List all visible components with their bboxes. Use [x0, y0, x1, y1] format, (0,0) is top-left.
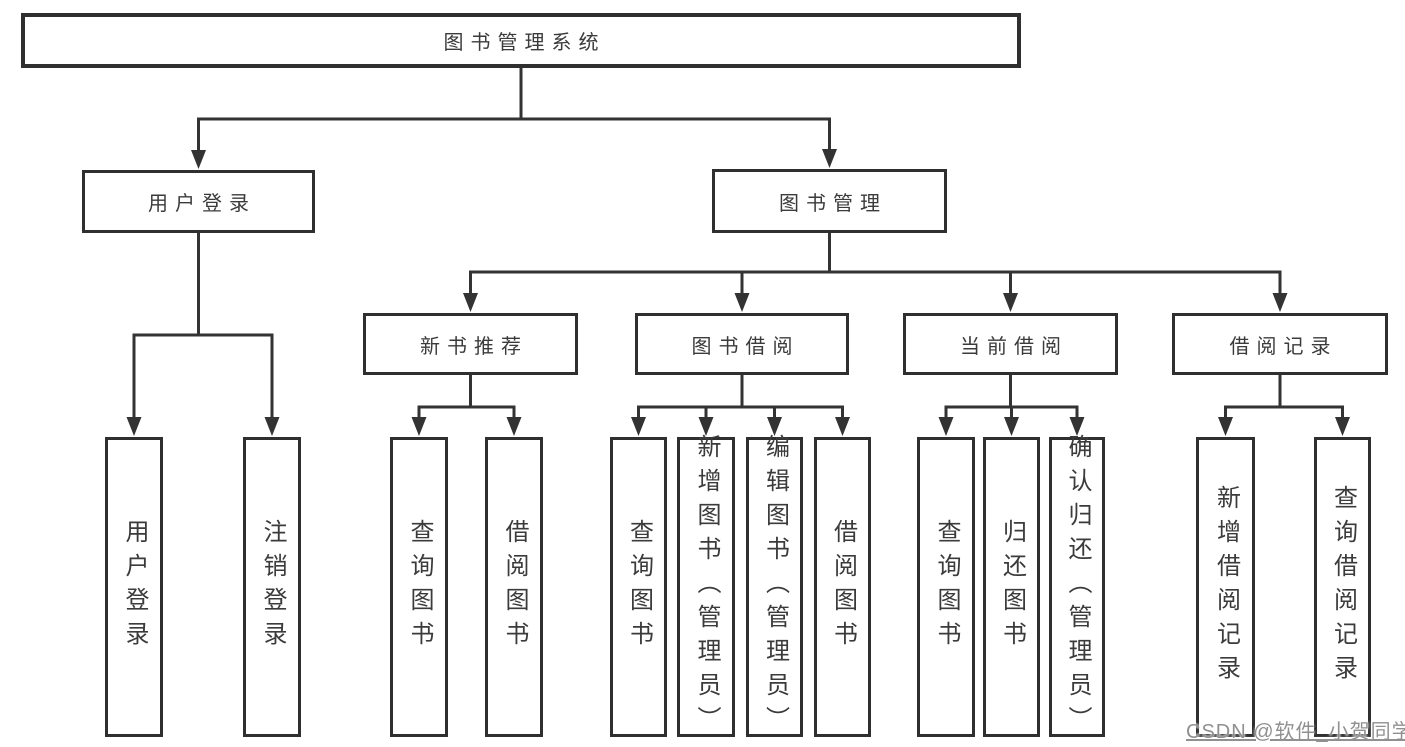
node-label-nr-query: 查询图书 [406, 519, 433, 655]
node-label-cb-confirm: 确认归还（管理员） [1064, 434, 1091, 740]
node-box-user-login: 用户登录 [82, 170, 315, 233]
node-box-rc-add: 新增借阅记录 [1196, 437, 1255, 737]
node-label-borrow: 图书借阅 [691, 335, 800, 358]
node-label-cb-return: 归还图书 [998, 519, 1026, 655]
node-box-new-rec: 新书推荐 [363, 313, 578, 375]
node-box-record: 借阅记录 [1172, 313, 1388, 375]
node-box-cb-confirm: 确认归还（管理员） [1049, 434, 1105, 740]
node-label-current: 当前借阅 [960, 335, 1068, 358]
node-label-book-mgmt: 图书管理 [779, 192, 887, 215]
node-label-cb-query: 查询图书 [933, 519, 960, 655]
node-box-root: 图书管理系统 [21, 13, 1021, 68]
node-box-bw-query: 查询图书 [610, 437, 667, 737]
node-label-ul-logout: 注销登录 [259, 519, 286, 655]
node-label-rc-add: 新增借阅记录 [1212, 485, 1240, 689]
node-box-borrow: 图书借阅 [635, 313, 849, 375]
node-box-book-mgmt: 图书管理 [712, 169, 947, 233]
node-box-nr-borrow: 借阅图书 [485, 437, 543, 737]
node-label-record: 借阅记录 [1229, 335, 1338, 358]
watermark-text: CSDN @软件_小贺同学 [1186, 721, 1405, 743]
node-box-cb-return: 归还图书 [983, 437, 1040, 737]
node-label-rc-query: 查询借阅记录 [1329, 485, 1357, 689]
node-label-bw-query: 查询图书 [625, 519, 653, 655]
node-label-bw-borrow: 借阅图书 [829, 519, 857, 655]
node-label-user-login: 用户登录 [148, 193, 256, 215]
node-box-rc-query: 查询借阅记录 [1314, 437, 1371, 737]
node-label-nr-borrow: 借阅图书 [501, 519, 528, 655]
node-box-ul-logout: 注销登录 [243, 437, 301, 737]
node-box-bw-borrow: 借阅图书 [814, 437, 871, 737]
node-box-bw-add: 新增图书（管理员） [677, 434, 735, 740]
node-label-new-rec: 新书推荐 [420, 335, 528, 358]
node-label-bw-add: 新增图书（管理员） [693, 434, 720, 740]
node-box-ul-login: 用户登录 [105, 437, 163, 737]
node-label-root: 图书管理系统 [443, 32, 606, 54]
node-box-bw-edit: 编辑图书（管理员） [746, 434, 803, 740]
node-box-current: 当前借阅 [903, 313, 1118, 375]
node-label-bw-edit: 编辑图书（管理员） [761, 434, 789, 740]
node-box-nr-query: 查询图书 [390, 437, 448, 737]
node-box-cb-query: 查询图书 [917, 437, 975, 737]
node-label-ul-login: 用户登录 [121, 519, 148, 655]
